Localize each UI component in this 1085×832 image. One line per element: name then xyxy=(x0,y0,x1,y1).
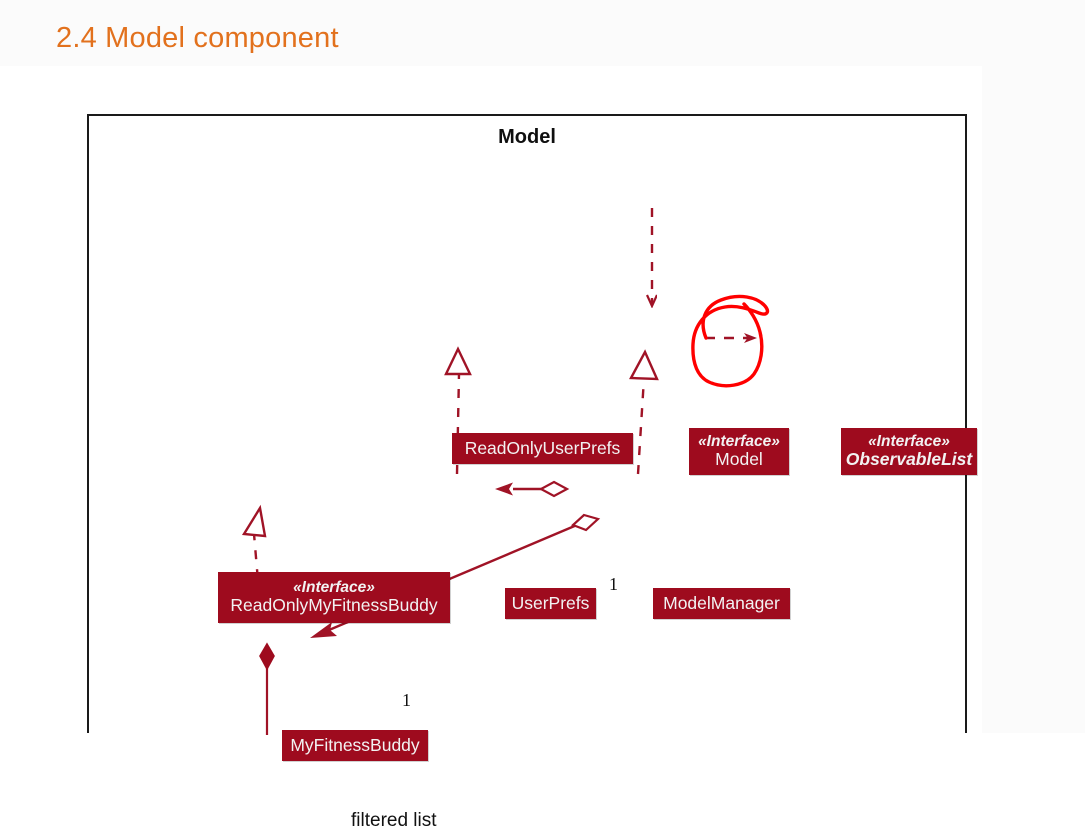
class-name: ReadOnlyMyFitnessBuddy xyxy=(230,595,438,616)
uml-class-observablelist[interactable]: «Interface» ObservableList xyxy=(841,428,977,475)
multiplicity-label-myfitnessbuddy: 1 xyxy=(402,690,411,710)
uml-class-myfitnessbuddy[interactable]: MyFitnessBuddy xyxy=(282,730,428,761)
edge-label-filtered-list: filtered list xyxy=(351,810,437,831)
edge-modelmanager-aggregates-userprefs xyxy=(495,480,570,498)
multiplicity-label-userprefs: 1 xyxy=(609,574,618,594)
page-title: 2.4 Model component xyxy=(56,22,339,54)
class-name: UserPrefs xyxy=(511,592,590,613)
edge-myfitnessbuddy-composition-filtered-list xyxy=(259,642,275,735)
class-stereotype: «Interface» xyxy=(293,579,375,597)
class-name: ReadOnlyUserPrefs xyxy=(464,437,621,458)
uml-class-readonlyuserprefs[interactable]: ReadOnlyUserPrefs xyxy=(452,433,633,464)
edge-modelmanager-realizes-model xyxy=(629,349,659,475)
uml-class-userprefs[interactable]: UserPrefs xyxy=(505,588,596,619)
model-component-diagram: Model xyxy=(87,114,977,831)
class-stereotype: «Interface» xyxy=(868,433,950,451)
diagram-title: Model xyxy=(498,126,556,148)
uml-class-model[interactable]: «Interface» Model xyxy=(689,428,789,475)
uml-class-readonlymyfitnessbuddy[interactable]: «Interface» ReadOnlyMyFitnessBuddy xyxy=(218,572,450,623)
handdrawn-circle-annotation xyxy=(691,294,770,388)
uml-connectors xyxy=(241,208,757,735)
class-stereotype: «Interface» xyxy=(698,433,780,451)
class-name: MyFitnessBuddy xyxy=(290,734,420,755)
uml-class-modelmanager[interactable]: ModelManager xyxy=(653,588,790,619)
class-name: Model xyxy=(715,449,763,470)
class-name: ModelManager xyxy=(663,592,780,613)
class-name: ObservableList xyxy=(845,449,973,470)
